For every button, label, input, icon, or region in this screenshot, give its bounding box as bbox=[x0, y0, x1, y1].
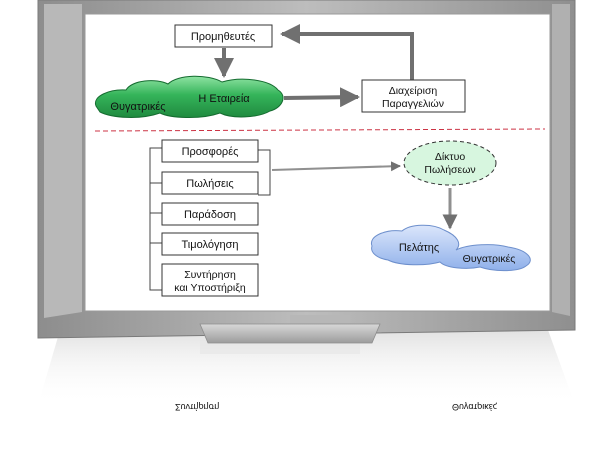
supplier-label: Προμηθευτές bbox=[191, 31, 255, 43]
svg-text:Θυγατρικές: Θυγατρικές bbox=[452, 402, 498, 412]
functions-right-bracket bbox=[258, 149, 271, 196]
order-management-line1: Διαχείριση bbox=[389, 85, 438, 97]
org-diagram: Προμηθευτές Η Εταιρεία Θυγατρικές Διαχεί… bbox=[94, 24, 546, 297]
order-management-node: Διαχείριση Παραγγελιών bbox=[361, 79, 466, 113]
function-maintenance: Συντήρηση και Υποστήριξη bbox=[161, 263, 259, 297]
svg-text:Προσφορές: Προσφορές bbox=[182, 146, 239, 158]
supplier-node: Προμηθευτές bbox=[174, 24, 273, 48]
arrow-company-to-orders bbox=[283, 87, 360, 108]
monitor-reflection: Συντήρηση Θυγατρικές bbox=[38, 330, 575, 412]
svg-text:Δίκτυο: Δίκτυο bbox=[435, 151, 465, 163]
subsidiaries-label: Θυγατρικές bbox=[110, 101, 165, 113]
svg-text:και Υποστήριξη: και Υποστήριξη bbox=[174, 282, 246, 294]
arrow-functions-to-network bbox=[271, 161, 401, 172]
customer-subsidiaries-label: Θυγατρικές bbox=[463, 253, 516, 265]
svg-text:Πωλήσεων: Πωλήσεων bbox=[424, 164, 475, 176]
customer-node: Πελάτης Θυγατρικές bbox=[370, 224, 531, 272]
arrow-orders-to-supplier bbox=[280, 24, 414, 82]
company-node: Η Εταιρεία Θυγατρικές bbox=[94, 75, 284, 118]
function-offers: Προσφορές bbox=[161, 139, 259, 163]
order-management-line2: Παραγγελιών bbox=[382, 98, 444, 110]
svg-text:Τιμολόγηση: Τιμολόγηση bbox=[182, 239, 239, 251]
function-invoicing: Τιμολόγηση bbox=[161, 232, 259, 256]
function-sales: Πωλήσεις bbox=[161, 171, 259, 195]
section-divider bbox=[94, 128, 546, 132]
customer-label: Πελάτης bbox=[399, 242, 439, 254]
svg-text:Συντήρηση: Συντήρηση bbox=[184, 269, 236, 281]
monitor-stand-base bbox=[199, 323, 381, 344]
monitor bbox=[37, 0, 576, 344]
svg-text:Παράδοση: Παράδοση bbox=[184, 209, 236, 221]
sales-network-node: Δίκτυο Πωλήσεων bbox=[403, 140, 497, 186]
monitor-right-panel bbox=[552, 4, 570, 316]
monitor-left-panel bbox=[44, 4, 82, 318]
function-delivery: Παράδοση bbox=[161, 202, 259, 226]
company-label: Η Εταιρεία bbox=[198, 93, 250, 105]
svg-text:Πωλήσεις: Πωλήσεις bbox=[186, 178, 233, 190]
svg-text:Συντήρηση: Συντήρηση bbox=[175, 402, 219, 412]
functions-bracket bbox=[149, 147, 162, 291]
